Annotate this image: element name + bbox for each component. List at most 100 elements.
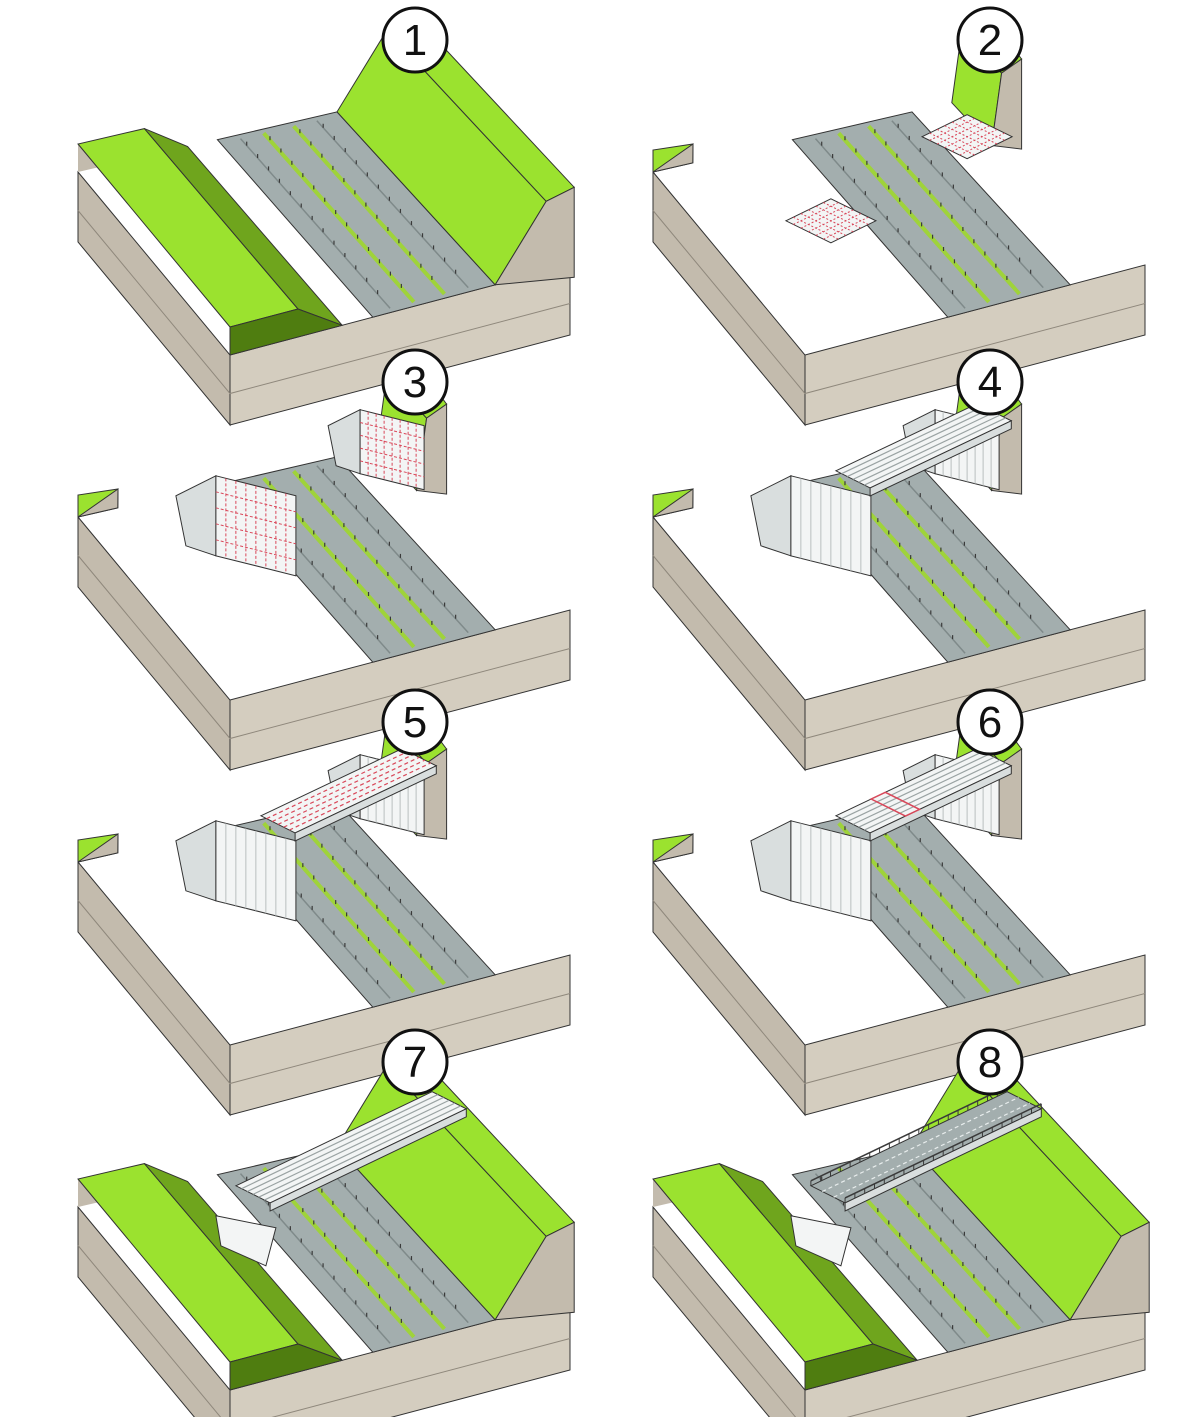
rebar-line bbox=[959, 132, 1005, 156]
strata-line bbox=[652, 1245, 1146, 1417]
deck-line bbox=[822, 1096, 1019, 1193]
step-number-circle bbox=[381, 1028, 449, 1096]
deck-line bbox=[852, 411, 995, 480]
strata-line bbox=[652, 555, 1146, 740]
rebar-line bbox=[215, 539, 296, 561]
abutment-left-wingwall bbox=[750, 474, 792, 557]
median-stripe bbox=[292, 1159, 446, 1331]
step-number-circle bbox=[956, 6, 1024, 74]
rebar-line bbox=[359, 460, 425, 478]
median-stripe bbox=[292, 124, 446, 296]
abutment-left-wall bbox=[215, 475, 297, 577]
deck-line bbox=[272, 753, 414, 823]
deck-line bbox=[258, 1102, 456, 1198]
embankment-right-side bbox=[494, 1221, 575, 1321]
median-stripe bbox=[837, 131, 991, 304]
embankment-right-side bbox=[991, 58, 1023, 150]
deck-line bbox=[858, 414, 1001, 483]
ground-left-face bbox=[77, 1205, 231, 1417]
deck-edge bbox=[844, 1108, 1042, 1212]
deck-line bbox=[841, 751, 984, 820]
step-number-label: 1 bbox=[403, 16, 427, 65]
cut-face bbox=[652, 833, 694, 863]
rebar-line bbox=[359, 434, 425, 452]
deck-line bbox=[266, 751, 409, 820]
cut-face bbox=[77, 833, 119, 863]
deck-line bbox=[289, 762, 431, 831]
deck-line bbox=[852, 756, 995, 825]
deck-line bbox=[241, 1094, 439, 1190]
rebar-line bbox=[359, 447, 425, 465]
abutment-left-exposed bbox=[215, 1215, 277, 1267]
deck-pour-joint bbox=[869, 791, 922, 817]
median-stripe bbox=[316, 810, 469, 979]
panel-step-1: 1 bbox=[77, 6, 576, 427]
median-stripe bbox=[891, 465, 1044, 634]
step-number-circle bbox=[956, 348, 1024, 416]
panel-step-8: 8 bbox=[652, 1028, 1151, 1417]
cut-face bbox=[652, 143, 694, 173]
embankment-left-front bbox=[229, 308, 344, 356]
step-number-label: 3 bbox=[403, 358, 427, 407]
deck-line bbox=[247, 1096, 444, 1193]
ground-left-face bbox=[652, 1205, 806, 1417]
deck-line bbox=[277, 756, 420, 825]
step-number-label: 6 bbox=[978, 698, 1002, 747]
panel-step-4: 4 bbox=[652, 348, 1146, 772]
median-stripe bbox=[814, 138, 966, 309]
median-stripe bbox=[316, 1155, 469, 1324]
ground-left-face bbox=[77, 860, 231, 1117]
median-stripe bbox=[316, 120, 469, 289]
abutment-left-wingwall bbox=[175, 474, 217, 557]
median-stripe bbox=[891, 810, 1044, 979]
median-stripe bbox=[867, 124, 1021, 296]
step-number-label: 8 bbox=[978, 1038, 1002, 1087]
ground-left-face bbox=[652, 170, 806, 427]
panel-step-6: 6 bbox=[652, 688, 1146, 1117]
deck-line bbox=[864, 417, 1006, 486]
embankment-left-front bbox=[804, 1343, 919, 1391]
median-stripe bbox=[292, 814, 446, 986]
step-number-circle bbox=[381, 6, 449, 74]
rebar-line bbox=[215, 523, 296, 545]
panel-step-5: 5 bbox=[77, 688, 571, 1117]
rebar-line bbox=[359, 422, 425, 439]
median-stripe bbox=[891, 1155, 1044, 1324]
median-stripe bbox=[867, 814, 1021, 986]
strata-line bbox=[77, 900, 571, 1085]
panel-step-7: 7 bbox=[77, 1028, 576, 1417]
abutment-left-wingwall bbox=[175, 819, 217, 902]
deck-line bbox=[858, 759, 1001, 828]
highway bbox=[791, 111, 1072, 318]
median-stripe bbox=[867, 469, 1021, 641]
step-number-circle bbox=[956, 688, 1024, 756]
cut-face bbox=[77, 488, 119, 518]
step-number-label: 2 bbox=[978, 16, 1002, 65]
abutment-left-wingwall bbox=[750, 819, 792, 902]
strata-line bbox=[77, 1245, 571, 1417]
deck-line bbox=[264, 1105, 461, 1201]
median-stripe bbox=[239, 1173, 391, 1344]
rebar-line bbox=[215, 507, 296, 529]
median-stripe bbox=[292, 469, 446, 641]
deck-line bbox=[833, 1102, 1031, 1198]
rebar-line bbox=[215, 491, 296, 513]
deck-line bbox=[847, 408, 989, 478]
deck-line bbox=[864, 762, 1006, 831]
median-stripe bbox=[891, 120, 1044, 289]
deck-line bbox=[252, 1099, 450, 1195]
step-number-circle bbox=[381, 348, 449, 416]
ground-left-face bbox=[77, 515, 231, 772]
deck-line bbox=[847, 753, 989, 823]
cut-face bbox=[652, 488, 694, 518]
strata-line bbox=[77, 210, 571, 395]
step-number-circle bbox=[956, 1028, 1024, 1096]
deck-edge bbox=[869, 765, 1012, 842]
strata-line bbox=[652, 900, 1146, 1085]
deck-edge bbox=[869, 420, 1012, 497]
deck-line bbox=[841, 406, 984, 475]
median-stripe bbox=[867, 1159, 1021, 1331]
deck-edge bbox=[269, 1108, 467, 1212]
ground-left-face bbox=[652, 515, 806, 772]
